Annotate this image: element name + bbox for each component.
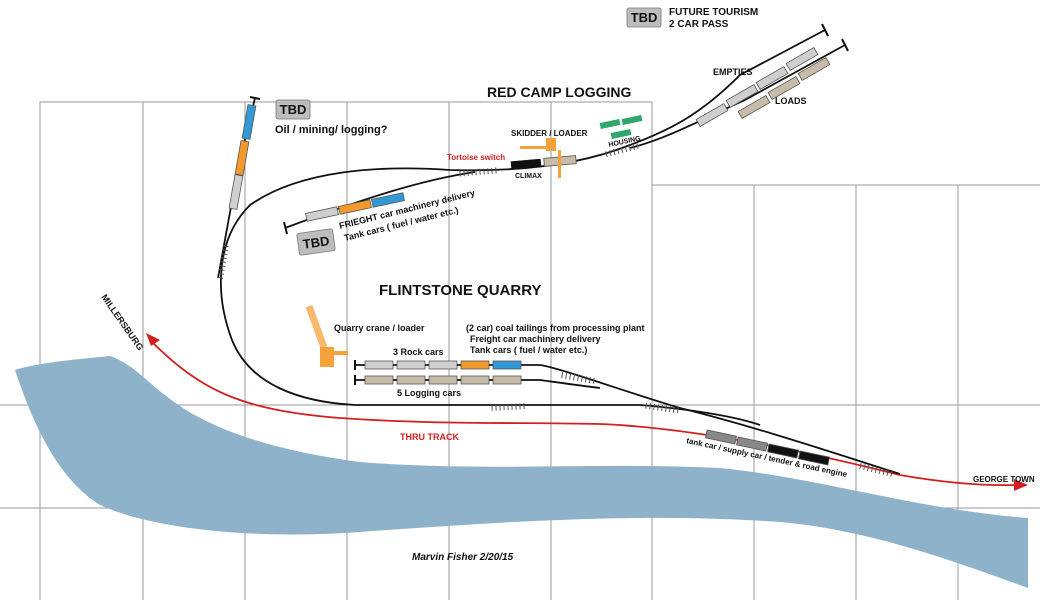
road-train — [705, 429, 830, 466]
quarry-crane-label: Quarry crane / loader — [334, 323, 425, 333]
rock-cars-label: 3 Rock cars — [393, 347, 444, 357]
red-camp-title: RED CAMP LOGGING — [487, 84, 632, 100]
housing-icon — [599, 114, 643, 140]
coal-label-2: Freight car machinery delivery — [470, 334, 601, 344]
logging-cars — [364, 375, 522, 385]
logging-cars-label: 5 Logging cars — [397, 388, 461, 398]
rock-cars — [364, 360, 522, 370]
loads-label: LOADS — [775, 96, 807, 106]
tbd-oil-mining: TBD Oil / mining/ logging? — [275, 99, 388, 136]
empties-label: EMPTIES — [713, 67, 753, 77]
empties-cars — [695, 46, 819, 128]
skidder-loader-icon — [520, 138, 561, 178]
switch-ties — [217, 142, 893, 477]
svg-text:TBD: TBD — [280, 102, 307, 117]
loads-cars — [737, 56, 831, 120]
thru-track — [149, 339, 1016, 487]
millersburg-label: MILLERSBURG — [99, 292, 145, 352]
freight-spur-cars — [305, 192, 405, 222]
svg-text:Oil / mining/ logging?: Oil / mining/ logging? — [275, 124, 388, 136]
svg-text:FUTURE TOURISM: FUTURE TOURISM — [669, 7, 758, 18]
arrow-millersburg-icon — [146, 333, 160, 346]
svg-text:TBD: TBD — [302, 233, 331, 252]
flintstone-title: FLINTSTONE QUARRY — [379, 282, 542, 299]
coal-label-3: Tank cars ( fuel / water etc.) — [470, 345, 587, 355]
climax-engine — [510, 155, 577, 170]
quarry-crane-icon — [305, 304, 348, 367]
svg-text:TBD: TBD — [631, 10, 658, 25]
river — [15, 356, 1028, 588]
skidder-label: SKIDDER / LOADER — [511, 129, 588, 138]
george-town-label: GEORGE TOWN — [973, 475, 1035, 484]
oil-spur-cars — [228, 104, 257, 210]
track-bumpers — [249, 23, 849, 385]
thru-track-label: THRU TRACK — [400, 432, 459, 442]
svg-text:2 CAR PASS: 2 CAR PASS — [669, 19, 729, 30]
signature: Marvin Fisher 2/20/15 — [412, 552, 514, 563]
coal-label-1: (2 car) coal tailings from processing pl… — [466, 323, 645, 333]
tortoise-switch-label: Tortoise switch — [447, 153, 505, 162]
tbd-future-tourism: TBD FUTURE TOURISM 2 CAR PASS — [626, 7, 758, 30]
arrow-george-town-icon — [1014, 479, 1028, 491]
main-tracks — [217, 29, 901, 475]
climax-label: CLIMAX — [515, 173, 542, 180]
